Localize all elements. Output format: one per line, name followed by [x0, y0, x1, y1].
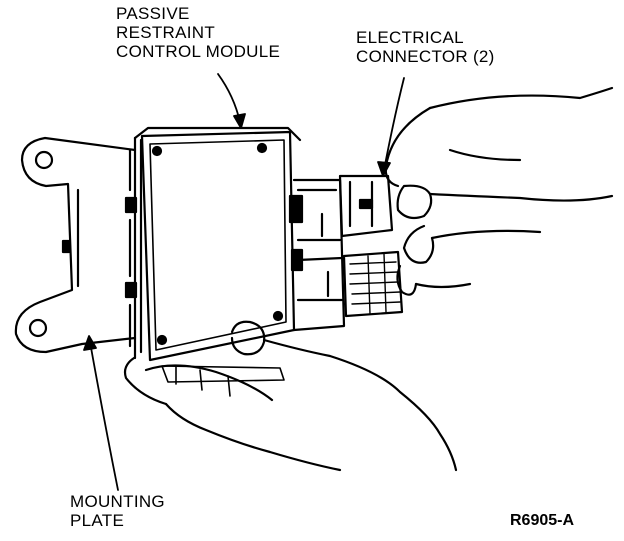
label-module-line1: PASSIVE	[116, 4, 190, 23]
label-plate-line1: MOUNTING	[70, 492, 165, 511]
arrowhead-plate	[83, 335, 97, 351]
arrowhead-module	[233, 113, 246, 129]
left-hand	[123, 320, 458, 472]
leader-plate	[89, 341, 119, 491]
mounting-plate	[14, 136, 137, 354]
module-face	[140, 130, 296, 362]
label-connector: ELECTRICAL CONNECTOR (2)	[356, 28, 495, 66]
right-hand	[384, 86, 614, 296]
label-connector-line2: CONNECTOR (2)	[356, 47, 495, 66]
label-module-line3: CONTROL MODULE	[116, 42, 281, 61]
label-module: PASSIVE RESTRAINT CONTROL MODULE	[116, 4, 280, 61]
figure-id: R6905-A	[510, 512, 575, 529]
label-plate: MOUNTING PLATE	[70, 492, 165, 530]
label-connector-line1: ELECTRICAL	[356, 28, 464, 47]
leader-connector	[383, 77, 405, 171]
connector-housing	[288, 178, 346, 332]
label-module-line2: RESTRAINT	[116, 23, 216, 42]
electrical-connectors	[338, 174, 404, 318]
arrowhead-connector	[377, 161, 391, 177]
module-side	[124, 126, 302, 360]
leader-lines	[83, 73, 405, 491]
label-plate-line2: PLATE	[70, 511, 125, 530]
